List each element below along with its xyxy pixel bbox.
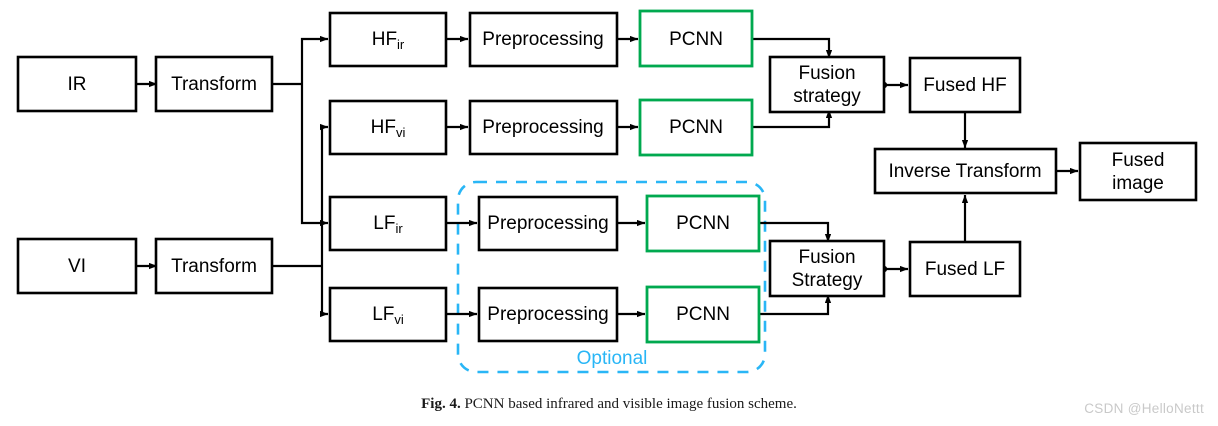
node-preprocessing-hf-vi-label: Preprocessing	[482, 117, 603, 138]
node-fused-hf[interactable]: Fused HF	[908, 56, 1022, 114]
node-fusion-strategy-hf-box[interactable]	[768, 55, 886, 114]
figure-caption-prefix: Fig. 4.	[421, 396, 461, 412]
node-transform-ir[interactable]: Transform	[154, 55, 274, 113]
node-lf-vi[interactable]: LFvi	[328, 286, 448, 343]
edge-pcnn-hfir-to-fusion-hf	[752, 37, 833, 59]
watermark-label: CSDN @HelloNettt	[1084, 401, 1204, 416]
connectors	[136, 35, 1079, 318]
node-lf-vi-box[interactable]	[328, 286, 448, 343]
node-pcnn-lf-vi-label: PCNN	[676, 304, 730, 325]
node-pcnn-hf-vi-label: PCNN	[669, 117, 723, 138]
optional-group: Optional	[456, 180, 767, 374]
edge-transform-vi-to-lfvi	[319, 266, 329, 318]
edge-transform-vi-to-hfvi	[319, 123, 329, 266]
node-fused-image-line1: Fused	[1112, 150, 1165, 171]
node-transform-ir-box[interactable]	[154, 55, 274, 113]
node-hf-ir-box[interactable]	[328, 11, 448, 68]
node-transform-vi-label: Transform	[171, 256, 257, 277]
node-preprocessing-lf-ir[interactable]: Preprocessing	[477, 195, 619, 252]
node-vi-label: VI	[68, 256, 86, 277]
node-pcnn-lf-vi-box[interactable]	[645, 285, 761, 344]
node-preprocessing-hf-ir-box[interactable]	[468, 11, 619, 68]
node-fused-hf-label: Fused HF	[923, 75, 1006, 96]
node-pcnn-lf-vi[interactable]: PCNN	[645, 285, 761, 344]
edge-pcnn-lfvi-to-fusion-lf	[759, 294, 832, 316]
node-transform-vi[interactable]: Transform	[154, 237, 274, 295]
node-fused-lf-box[interactable]	[908, 240, 1022, 298]
node-fused-lf-label: Fused LF	[925, 259, 1005, 280]
node-preprocessing-hf-vi-box[interactable]	[468, 99, 619, 156]
node-pcnn-lf-ir[interactable]: PCNN	[645, 194, 761, 253]
optional-group-label: Optional	[577, 348, 648, 369]
node-pcnn-hf-ir-label: PCNN	[669, 29, 723, 50]
node-hf-ir-label: HFir	[372, 29, 405, 52]
node-transform-vi-box[interactable]	[154, 237, 274, 295]
node-preprocessing-hf-ir[interactable]: Preprocessing	[468, 11, 619, 68]
node-transform-ir-label: Transform	[171, 74, 257, 95]
node-inverse-transform-box[interactable]	[873, 147, 1058, 195]
node-pcnn-lf-ir-label: PCNN	[676, 213, 730, 234]
node-preprocessing-lf-ir-label: Preprocessing	[487, 213, 608, 234]
node-ir-label: IR	[68, 74, 87, 95]
node-fused-image-box[interactable]	[1078, 141, 1198, 202]
edge-pcnn-lfir-to-fusion-lf	[759, 221, 832, 243]
node-inverse-transform-label: Inverse Transform	[888, 161, 1041, 182]
node-fused-image-line2: image	[1112, 173, 1164, 194]
edge-transform-ir-to-hfir	[300, 35, 329, 84]
node-pcnn-hf-vi-box[interactable]	[638, 98, 754, 157]
node-fusion-strategy-lf-line1: Fusion	[798, 247, 855, 268]
node-fusion-strategy-lf[interactable]: Fusion Strategy	[768, 239, 886, 298]
node-fusion-strategy-hf[interactable]: Fusion strategy	[768, 55, 886, 114]
node-preprocessing-lf-vi[interactable]: Preprocessing	[477, 286, 619, 343]
node-fusion-strategy-hf-line2: strategy	[793, 86, 861, 107]
node-fused-hf-box[interactable]	[908, 56, 1022, 114]
figure-caption: Fig. 4. PCNN based infrared and visible …	[0, 396, 1218, 413]
node-pcnn-lf-ir-box[interactable]	[645, 194, 761, 253]
node-pcnn-hf-ir-box[interactable]	[638, 9, 754, 68]
node-fused-image[interactable]: Fused image	[1078, 141, 1198, 202]
flowchart-canvas: Optional	[16, 9, 1198, 374]
node-lf-vi-label: LFvi	[372, 304, 404, 327]
node-lf-ir-label: LFir	[373, 213, 403, 236]
node-hf-ir[interactable]: HFir	[328, 11, 448, 68]
edge-pcnn-hfvi-to-fusion-hf	[752, 109, 833, 129]
node-ir-box[interactable]	[16, 55, 138, 113]
node-vi[interactable]: VI	[16, 237, 138, 295]
node-hf-vi-box[interactable]	[328, 99, 448, 156]
figure-caption-text: PCNN based infrared and visible image fu…	[464, 396, 797, 412]
node-preprocessing-lf-vi-box[interactable]	[477, 286, 619, 343]
node-preprocessing-lf-ir-box[interactable]	[477, 195, 619, 252]
node-preprocessing-hf-vi[interactable]: Preprocessing	[468, 99, 619, 156]
node-preprocessing-lf-vi-label: Preprocessing	[487, 304, 608, 325]
node-fusion-strategy-lf-line2: Strategy	[792, 270, 863, 291]
node-fusion-strategy-hf-line1: Fusion	[798, 63, 855, 84]
node-fused-lf[interactable]: Fused LF	[908, 240, 1022, 298]
node-inverse-transform[interactable]: Inverse Transform	[873, 147, 1058, 195]
node-vi-box[interactable]	[16, 237, 138, 295]
node-preprocessing-hf-ir-label: Preprocessing	[482, 29, 603, 50]
node-lf-ir-box[interactable]	[328, 195, 448, 252]
edge-transform-ir-to-lfir	[300, 84, 329, 227]
node-hf-vi-label: HFvi	[371, 117, 406, 140]
node-pcnn-hf-vi[interactable]: PCNN	[638, 98, 754, 157]
node-lf-ir[interactable]: LFir	[328, 195, 448, 252]
node-fusion-strategy-lf-box[interactable]	[768, 239, 886, 298]
node-pcnn-hf-ir[interactable]: PCNN	[638, 9, 754, 68]
node-ir[interactable]: IR	[16, 55, 138, 113]
node-hf-vi[interactable]: HFvi	[328, 99, 448, 156]
